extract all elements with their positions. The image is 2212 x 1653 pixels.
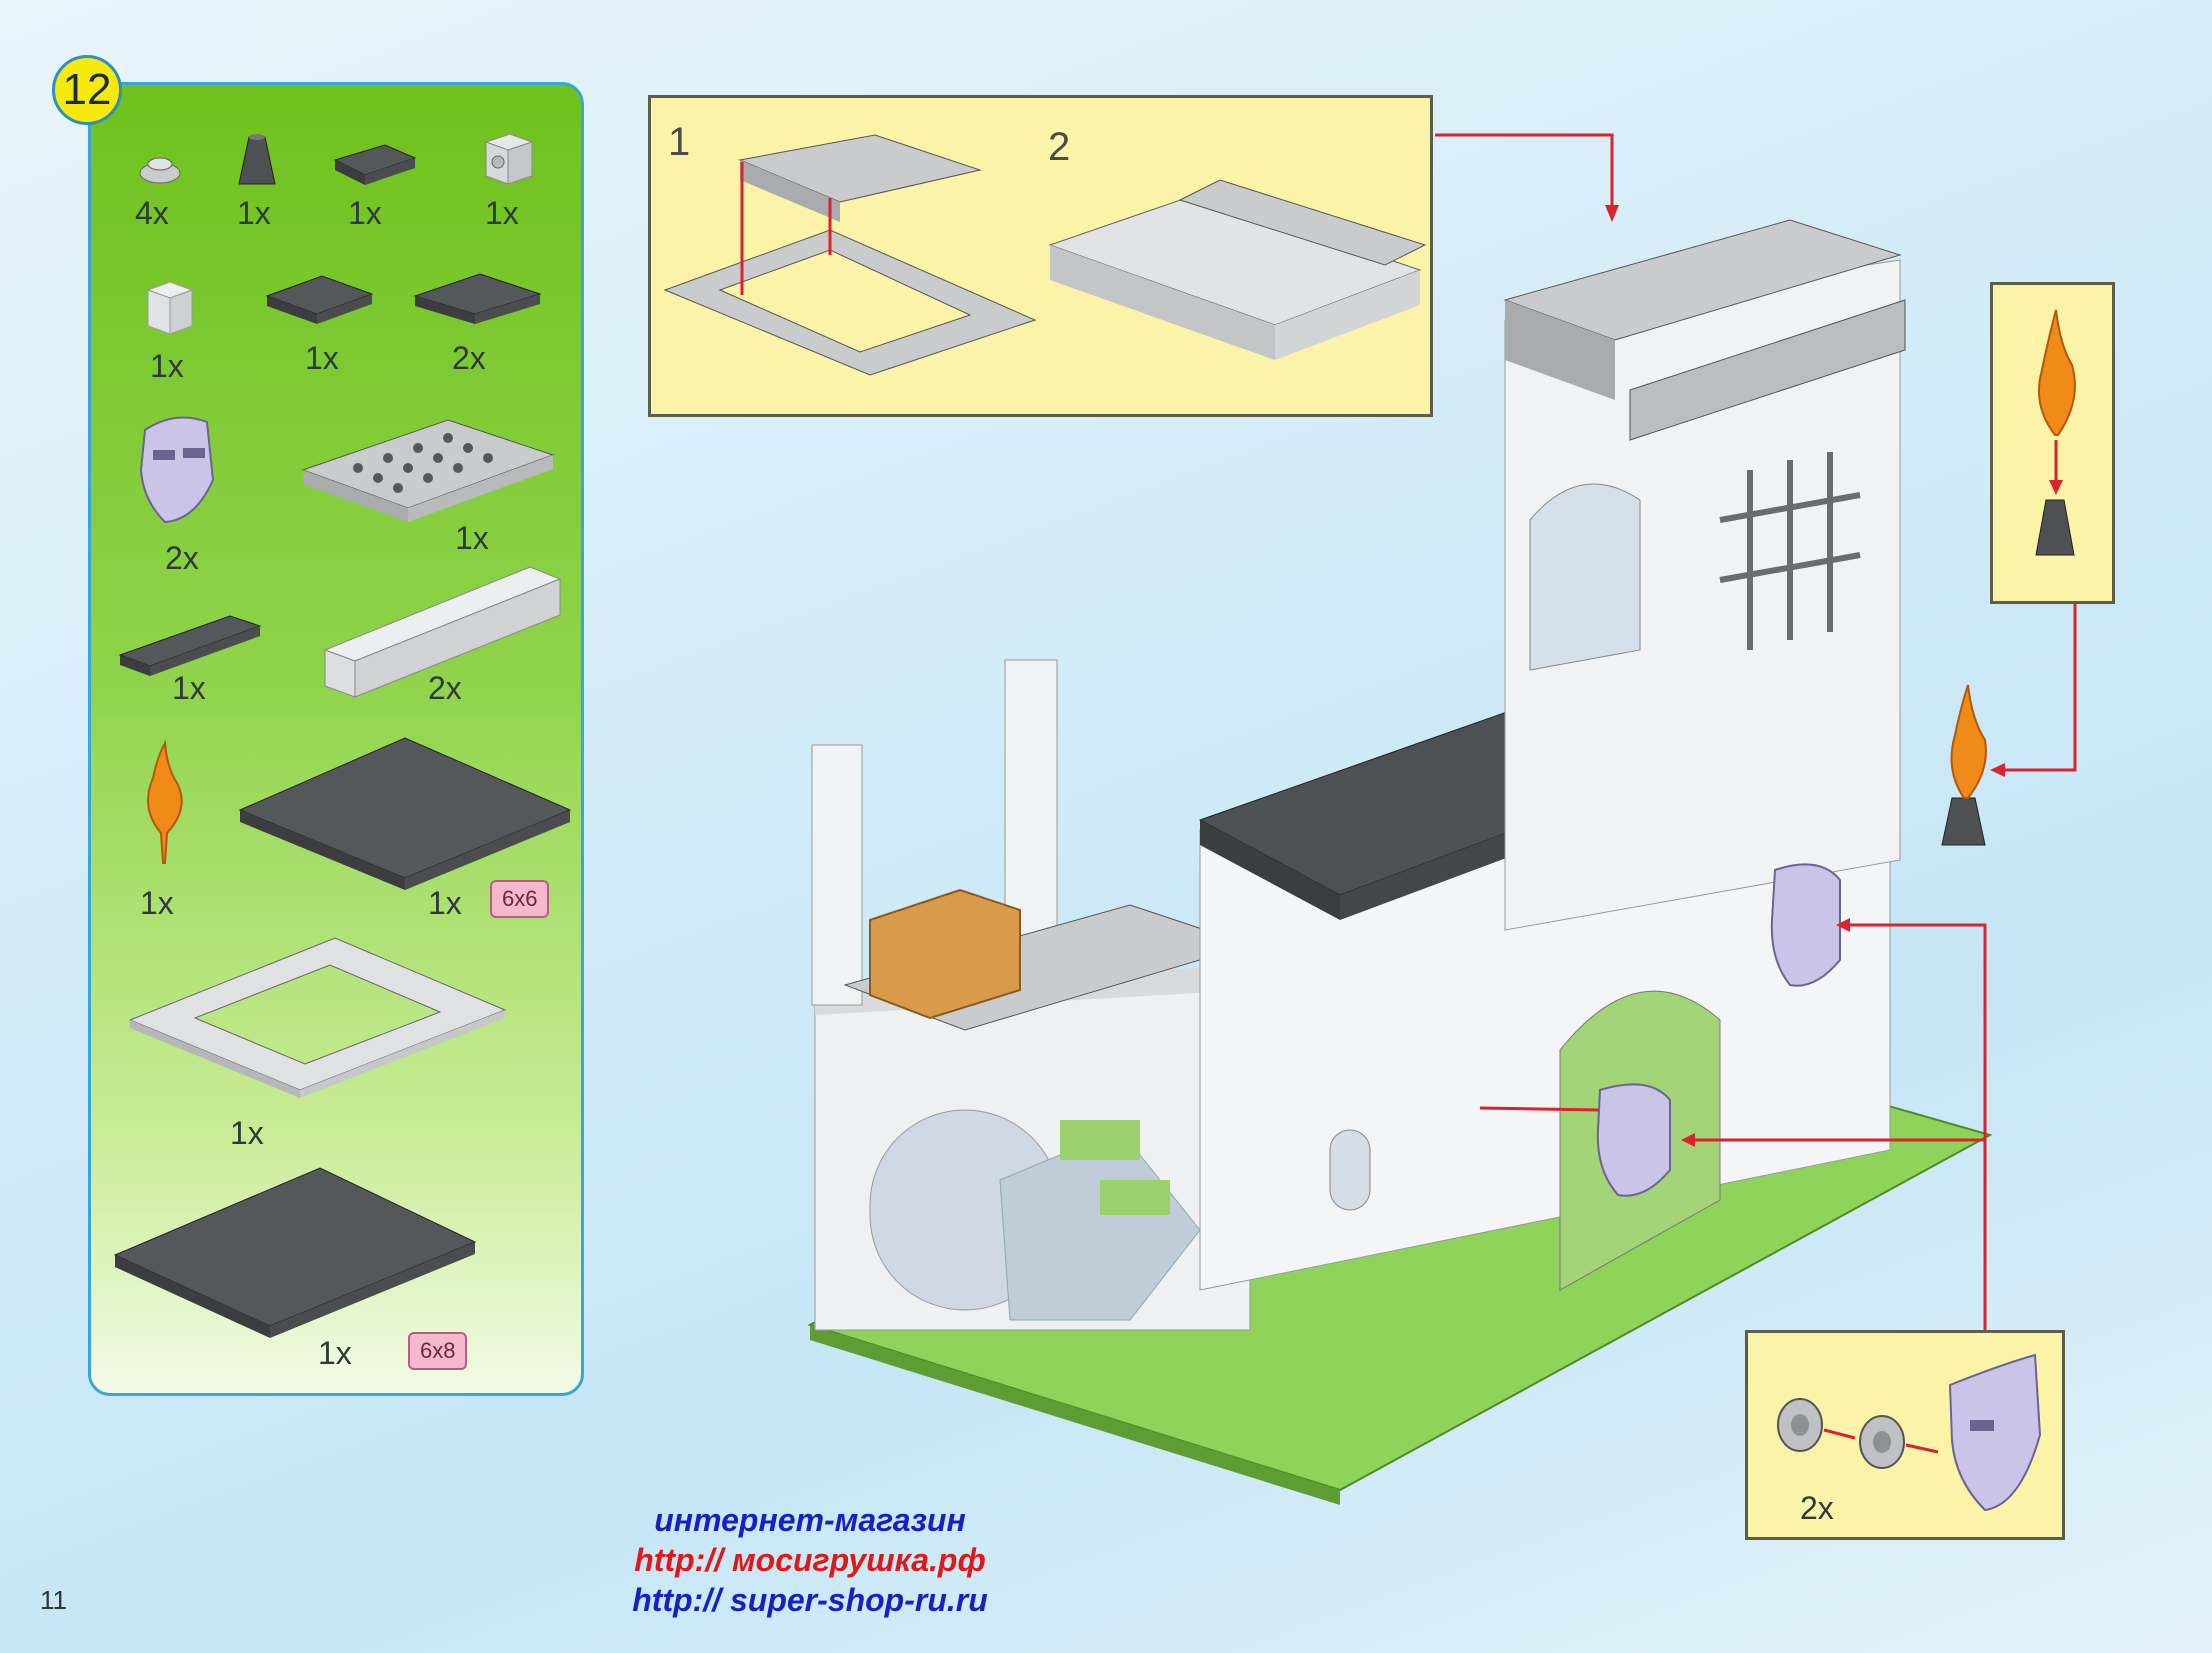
part-qty-mask: 2x (165, 540, 199, 576)
plate-2x2-icon (265, 275, 374, 324)
step-number-badge: 12 (52, 55, 122, 125)
mask-icon (139, 416, 215, 524)
part-qty-plate-6x6: 1x (428, 885, 462, 921)
shop-label: интернет-магазин (654, 1502, 966, 1538)
part-qty-flame: 1x (140, 885, 174, 921)
flame-icon (147, 739, 183, 864)
part-qty-brick-1x8: 2x (428, 670, 462, 706)
mask-detail-qty: 2x (1800, 1490, 1834, 1526)
part-qty-plate-1x4: 1x (172, 670, 206, 706)
part-qty-plate-2x3: 2x (452, 340, 486, 376)
part-qty-brick-stud: 1x (485, 195, 519, 231)
plate-6x6-icon (238, 737, 572, 890)
plate-1x2-icon (333, 144, 417, 185)
plate-2x3-icon (413, 273, 542, 324)
brick-1x8-icon (323, 566, 562, 698)
substep-1-diagram (663, 134, 1037, 376)
part-qty-frame-plate: 1x (230, 1115, 264, 1151)
part-qty-plate-1x2: 1x (348, 195, 382, 231)
part-qty-plate-4x6: 1x (455, 520, 489, 556)
brick-1x1-icon (146, 281, 194, 335)
plate-1x4-icon (118, 615, 262, 676)
step-number: 12 (62, 65, 112, 114)
frame-plate-icon (128, 937, 507, 1098)
plate-4x6-hinge-icon (301, 419, 555, 522)
shop-link-ru[interactable]: http:// мосигрушка.рф (634, 1542, 986, 1578)
size-tag-6x6: 6x6 (490, 880, 550, 918)
part-qty-brick-1x1: 1x (150, 348, 184, 384)
part-qty-plate-2x2: 1x (305, 340, 339, 376)
part-qty-round-plate: 4x (135, 195, 169, 231)
footer-links: интернет-магазин http:// мосигрушка.рф h… (590, 1500, 1030, 1620)
part-qty-cone: 1x (237, 195, 271, 231)
part-qty-plate-6x8: 1x (318, 1335, 352, 1371)
shop-link-super-shop[interactable]: http:// super-shop-ru.ru (632, 1582, 988, 1618)
brick-stud-side-icon (484, 133, 534, 185)
substep-2-diagram (1048, 179, 1427, 360)
plate-6x8-icon (113, 1167, 477, 1338)
size-tag-6x8: 6x8 (408, 1332, 468, 1370)
round-plate-icon (139, 157, 181, 184)
flame-on-cone-diagram (2035, 309, 2076, 556)
cone-icon (238, 134, 276, 185)
substep-number-1: 1 (668, 120, 691, 164)
substep-number-2: 2 (1048, 125, 1071, 169)
page-number: 11 (40, 1585, 67, 1615)
mask-assembly-diagram (1777, 1353, 2042, 1512)
